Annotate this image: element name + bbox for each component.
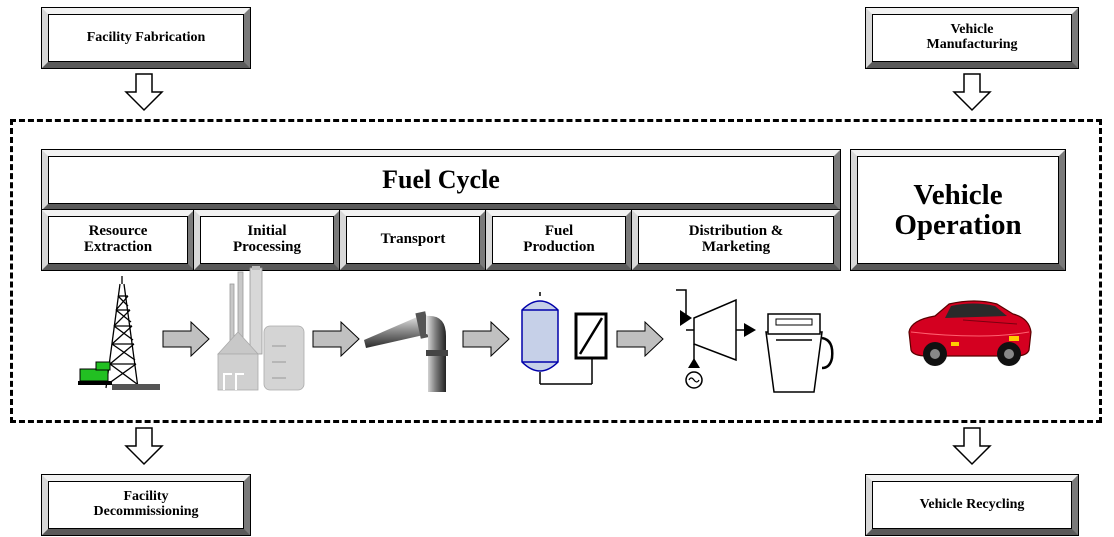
vehicle-manufacturing-box: Vehicle Manufacturing — [865, 7, 1079, 69]
pipeline-icon — [364, 311, 448, 392]
stage-label-line1: Initial — [247, 223, 287, 240]
stage-initial-processing: Initial Processing — [193, 209, 341, 271]
facility-decommissioning-line2: Decommissioning — [93, 504, 199, 519]
fuel-reactor-icon — [521, 292, 608, 385]
stage-label-line2: Marketing — [701, 239, 771, 255]
vehicle-recycling-label: Vehicle Recycling — [919, 496, 1025, 512]
vehicle-operation-line2: Operation — [894, 209, 1022, 241]
down-arrow-decommissioning — [124, 427, 164, 466]
vehicle-manufacturing-line2: Manufacturing — [926, 37, 1018, 52]
facility-fabrication-box: Facility Fabrication — [41, 7, 251, 69]
stage-resource-extraction: Resource Extraction — [41, 209, 195, 271]
vehicle-recycling-box: Vehicle Recycling — [865, 474, 1079, 536]
down-arrow-fabrication — [124, 73, 164, 112]
stage-label-line2: Production — [523, 239, 595, 255]
stage-fuel-production: Fuel Production — [485, 209, 633, 271]
stage-label-line2: Processing — [232, 239, 302, 255]
car-icon — [908, 300, 1032, 366]
stage-label-line1: Fuel — [544, 223, 574, 240]
vehicle-operation-line1: Vehicle — [913, 178, 1003, 211]
vehicle-operation-box: Vehicle Operation — [850, 149, 1066, 271]
refinery-icon — [217, 266, 305, 391]
stage-label-line1: Distribution & — [688, 223, 784, 240]
flow-arrow — [462, 320, 510, 358]
stage-label-line2: Extraction — [83, 239, 153, 255]
facility-decommissioning-box: Facility Decommissioning — [41, 474, 251, 536]
flow-arrow — [162, 320, 210, 358]
flow-arrow — [616, 320, 664, 358]
fuel-cycle-title-box: Fuel Cycle — [41, 149, 841, 211]
vehicle-manufacturing-line1: Vehicle — [950, 22, 994, 38]
fuel-pump-icon — [676, 289, 834, 393]
down-arrow-recycling — [952, 427, 992, 466]
stage-label-line1: Resource — [88, 223, 148, 240]
facility-fabrication-label: Facility Fabrication — [86, 29, 206, 45]
stage-transport: Transport — [339, 209, 487, 271]
down-arrow-manufacturing — [952, 73, 992, 112]
stage-label-line1: Transport — [380, 231, 446, 248]
facility-decommissioning-line1: Facility — [123, 489, 169, 505]
fuel-cycle-title: Fuel Cycle — [382, 165, 500, 195]
stage-distribution-marketing: Distribution & Marketing — [631, 209, 841, 271]
system-boundary — [10, 119, 1102, 423]
oil-derrick-icon — [78, 276, 160, 390]
flow-arrow — [312, 320, 360, 358]
